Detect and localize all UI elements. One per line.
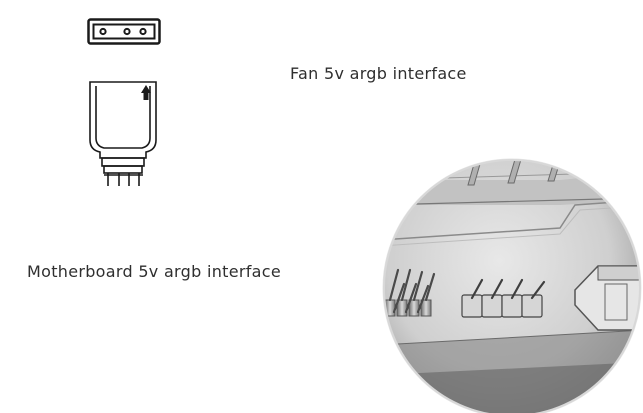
argb-plug-connector-icon (89, 81, 157, 186)
up-arrow-icon (141, 85, 151, 100)
fan-interface-label: Fan 5v argb interface (290, 64, 467, 83)
motherboard-interface-label: Motherboard 5v argb interface (27, 262, 282, 281)
motherboard-header-closeup-photo (382, 158, 642, 413)
three-pin-socket-icon (87, 18, 161, 45)
